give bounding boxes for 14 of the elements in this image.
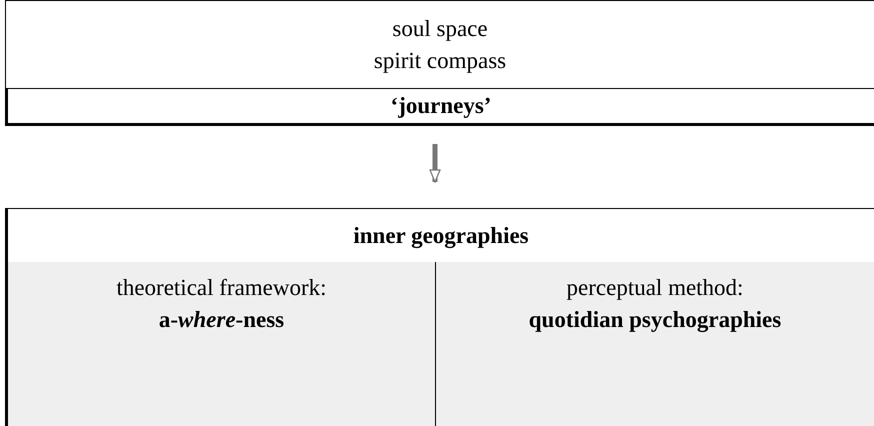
header-band [5, 88, 874, 126]
value-text: inner geographies [353, 222, 529, 250]
label-text: perceptual method: [566, 274, 744, 302]
label-text: soul space [392, 15, 488, 43]
header-band [5, 208, 874, 263]
value-text: a-where-ness [158, 306, 284, 334]
table-cell [5, 262, 436, 426]
value-text: quotidian psychographies [528, 306, 782, 334]
value-text: spirit compass [374, 47, 506, 75]
text-box [5, 0, 874, 89]
table-cell [435, 262, 874, 426]
arrow [429, 144, 441, 183]
value-text: ‘journeys’ [390, 92, 492, 120]
label-text: theoretical framework: [116, 274, 327, 302]
